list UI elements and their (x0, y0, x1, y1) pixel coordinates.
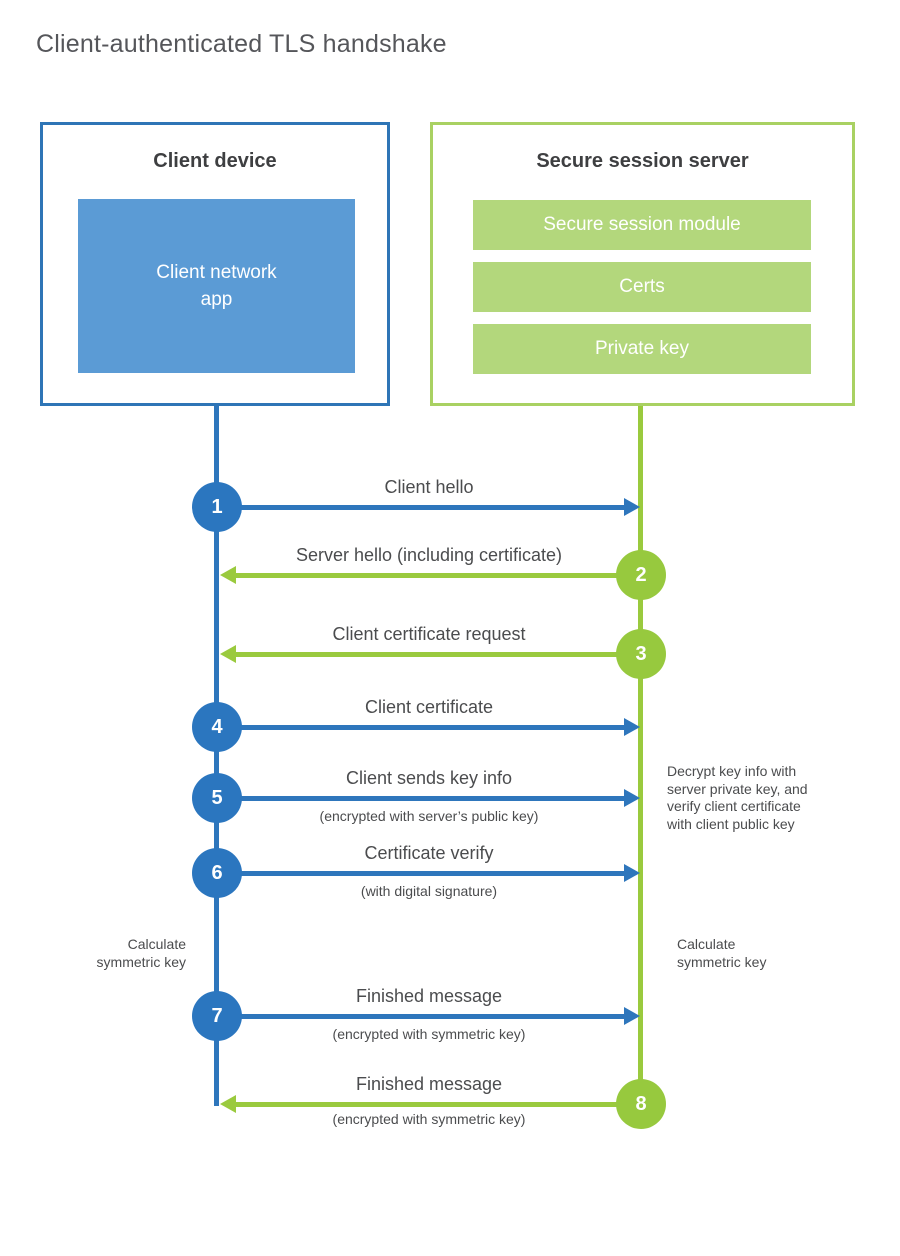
arrow-right-icon (217, 789, 640, 807)
client-network-app-node: Client network app (78, 199, 355, 373)
step-6-sublabel: (with digital signature) (360, 883, 498, 899)
client-calculate-symmetric-key-note: Calculate symmetric key (96, 936, 186, 970)
step-6-badge: 6 (192, 848, 242, 898)
step-8-sublabel: (encrypted with symmetric key) (332, 1111, 526, 1127)
step-7-sublabel: (encrypted with symmetric key) (332, 1026, 526, 1042)
arrow-left-icon (220, 566, 641, 584)
arrow-right-icon (217, 864, 640, 882)
arrow-right-icon (217, 498, 640, 516)
step-5-sublabel: (encrypted with server’s public key) (319, 808, 539, 824)
step-3-label: Client certificate request (332, 624, 526, 644)
page-title: Client-authenticated TLS handshake (36, 30, 447, 58)
step-6-label: Certificate verify (364, 843, 494, 863)
client-device-box: Client device Client network app (40, 122, 390, 406)
server-module-private-key: Private key (473, 324, 811, 374)
step-1-badge: 1 (192, 482, 242, 532)
arrow-right-icon (217, 1007, 640, 1025)
step-4-label: Client certificate (364, 697, 494, 717)
step-3-badge: 3 (616, 629, 666, 679)
step-2-badge: 2 (616, 550, 666, 600)
server-calculate-symmetric-key-note: Calculate symmetric key (677, 936, 767, 970)
secure-session-server-title: Secure session server (536, 150, 749, 172)
arrow-left-icon (220, 645, 641, 663)
step-4-badge: 4 (192, 702, 242, 752)
server-decrypt-note: Decrypt key info with server private key… (667, 763, 808, 832)
step-7-label: Finished message (355, 986, 503, 1006)
step-7-badge: 7 (192, 991, 242, 1041)
step-5-badge: 5 (192, 773, 242, 823)
step-5-label: Client sends key info (345, 768, 513, 788)
step-2-label: Server hello (including certificate) (295, 545, 563, 565)
client-lifeline (214, 406, 219, 1106)
arrow-left-icon (220, 1095, 641, 1113)
server-module-certs: Certs (473, 262, 811, 312)
server-lifeline (638, 406, 643, 1106)
step-8-label: Finished message (355, 1074, 503, 1094)
arrow-right-icon (217, 718, 640, 736)
secure-session-server-box: Secure session server Secure session mod… (430, 122, 855, 406)
step-8-badge: 8 (616, 1079, 666, 1129)
step-1-label: Client hello (384, 477, 474, 497)
client-device-title: Client device (153, 150, 277, 172)
server-module-secure-session-module: Secure session module (473, 200, 811, 250)
